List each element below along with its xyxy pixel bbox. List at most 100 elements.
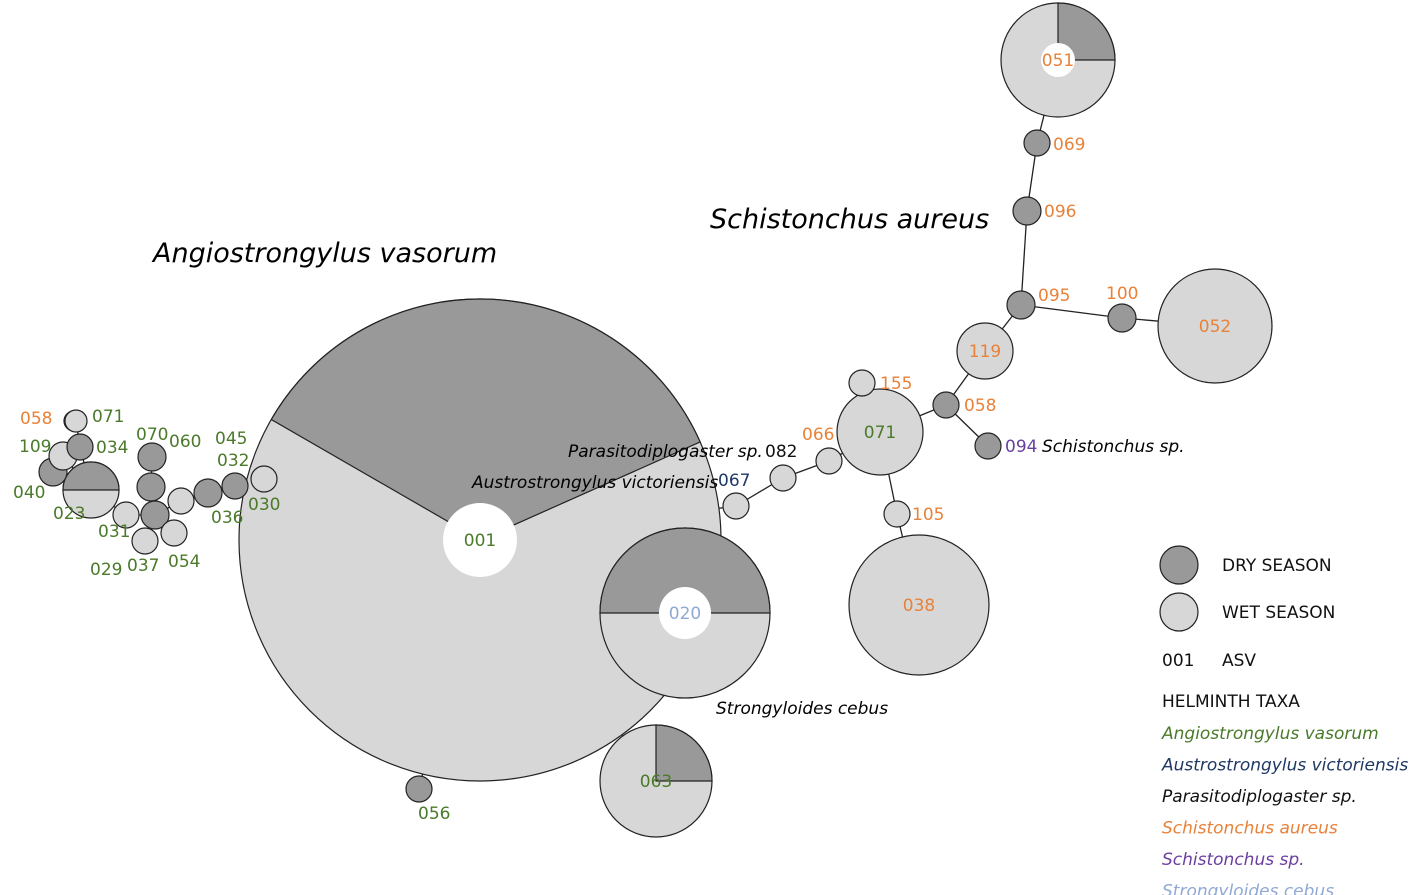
- node-119-circle: [956, 322, 1014, 380]
- node-label-030: 030: [248, 495, 280, 515]
- node-label-029: 029: [90, 560, 122, 580]
- node-label-051: 051: [1042, 51, 1074, 71]
- legend-taxon-parasito: Parasitodiplogaster sp.: [1162, 787, 1357, 807]
- node-023-dry-slice: [62, 461, 120, 491]
- node-096: [1012, 196, 1042, 226]
- node-071-circle: [836, 388, 924, 476]
- node-045: [167, 487, 195, 515]
- node-label-109: 109: [19, 437, 51, 457]
- edge-095-100: [1020, 304, 1123, 319]
- node-070-circle: [137, 442, 167, 472]
- edge-095-096: [1020, 210, 1028, 306]
- node-037-circle: [131, 527, 159, 555]
- node-020: [599, 527, 771, 699]
- legend-taxon-schiston_aureus: Schistonchus aureus: [1162, 819, 1338, 839]
- title-austrostrongylus-victoriensis: Austrostrongylus victoriensis: [471, 473, 718, 493]
- legend-dry-swatch: [1159, 545, 1199, 585]
- node-label-036: 036: [211, 508, 243, 528]
- node-067: [722, 492, 750, 520]
- node-100: [1107, 303, 1137, 333]
- node-070: [137, 442, 167, 472]
- legend-taxon-strongyloides: Strongyloides cebus: [1162, 882, 1334, 895]
- node-label-020: 020: [669, 604, 701, 624]
- legend-taxon-austro: Austrostrongylus victoriensis: [1161, 756, 1408, 776]
- legend-wet-swatch: [1159, 592, 1199, 632]
- node-060-circle: [136, 472, 166, 502]
- node-label-045: 045: [215, 429, 247, 449]
- node-082: [769, 464, 797, 492]
- node-label-069: 069: [1053, 135, 1085, 155]
- node-label-082: 082: [765, 442, 797, 462]
- node-label-058: 058: [964, 396, 996, 416]
- legend: DRY SEASON WET SEASON 001 ASV HELMINTH T…: [1159, 545, 1408, 895]
- node-label-094: 094: [1005, 437, 1037, 457]
- node-030: [250, 465, 278, 493]
- node-052: [1157, 268, 1273, 384]
- node-071a-circle: [64, 409, 88, 433]
- network-nodes: [38, 2, 1273, 838]
- node-045-circle: [167, 487, 195, 515]
- node-054: [160, 519, 188, 547]
- legend-taxa-list: Angiostrongylus vasorumAustrostrongylus …: [1161, 724, 1408, 895]
- node-label-095: 095: [1038, 286, 1070, 306]
- legend-wet-label: WET SEASON: [1222, 603, 1335, 623]
- node-031-circle: [112, 501, 140, 529]
- node-label-001: 001: [464, 531, 496, 551]
- title-strongyloides-cebus: Strongyloides cebus: [716, 699, 888, 719]
- node-060: [136, 472, 166, 502]
- node-label-052: 052: [1199, 317, 1231, 337]
- node-063-dry-slice: [655, 724, 713, 782]
- legend-taxon-schiston_sp: Schistonchus sp.: [1162, 850, 1305, 870]
- node-label-155: 155: [880, 374, 912, 394]
- node-082-circle: [769, 464, 797, 492]
- node-095-circle: [1006, 290, 1036, 320]
- node-034-circle: [66, 433, 94, 461]
- node-label-071a: 071: [92, 407, 124, 427]
- node-001-label-disc: [443, 503, 517, 577]
- node-label-031: 031: [98, 522, 130, 542]
- title-schistonchus-aureus: Schistonchus aureus: [710, 204, 989, 235]
- node-056: [405, 775, 433, 803]
- node-067-circle: [722, 492, 750, 520]
- node-036: [193, 478, 223, 508]
- node-label-105: 105: [912, 505, 944, 525]
- node-037: [131, 527, 159, 555]
- node-095: [1006, 290, 1036, 320]
- node-063: [599, 724, 713, 838]
- node-094: [974, 432, 1002, 460]
- node-label-032: 032: [217, 451, 249, 471]
- node-058-circle: [932, 391, 960, 419]
- node-label-070: 070: [136, 425, 168, 445]
- node-052-circle: [1157, 268, 1273, 384]
- node-label-060: 060: [169, 432, 201, 452]
- node-label-119: 119: [969, 342, 1001, 362]
- node-label-034: 034: [96, 438, 128, 458]
- legend-asv-label: ASV: [1222, 651, 1256, 671]
- node-032-circle: [221, 472, 249, 500]
- node-056-circle: [405, 775, 433, 803]
- node-label-054: 054: [168, 552, 200, 572]
- node-054-circle: [160, 519, 188, 547]
- node-label-056: 056: [418, 804, 450, 824]
- node-096-circle: [1012, 196, 1042, 226]
- title-parasitodiplogaster: Parasitodiplogaster sp.: [568, 442, 763, 462]
- node-038-circle: [848, 534, 990, 676]
- legend-taxon-angio: Angiostrongylus vasorum: [1161, 724, 1379, 744]
- node-071a: [64, 409, 88, 433]
- node-155: [848, 369, 876, 397]
- node-105: [883, 500, 911, 528]
- node-071: [836, 388, 924, 476]
- node-100-circle: [1107, 303, 1137, 333]
- node-label-058a: 058: [20, 409, 52, 429]
- node-069: [1023, 129, 1051, 157]
- node-119: [956, 322, 1014, 380]
- node-032: [221, 472, 249, 500]
- node-051: [1000, 2, 1116, 118]
- title-angiostrongylus-vasorum: Angiostrongylus vasorum: [151, 238, 497, 269]
- node-066-circle: [815, 447, 843, 475]
- node-031: [112, 501, 140, 529]
- node-094-circle: [974, 432, 1002, 460]
- node-label-023: 023: [53, 504, 85, 524]
- node-label-071: 071: [864, 423, 896, 443]
